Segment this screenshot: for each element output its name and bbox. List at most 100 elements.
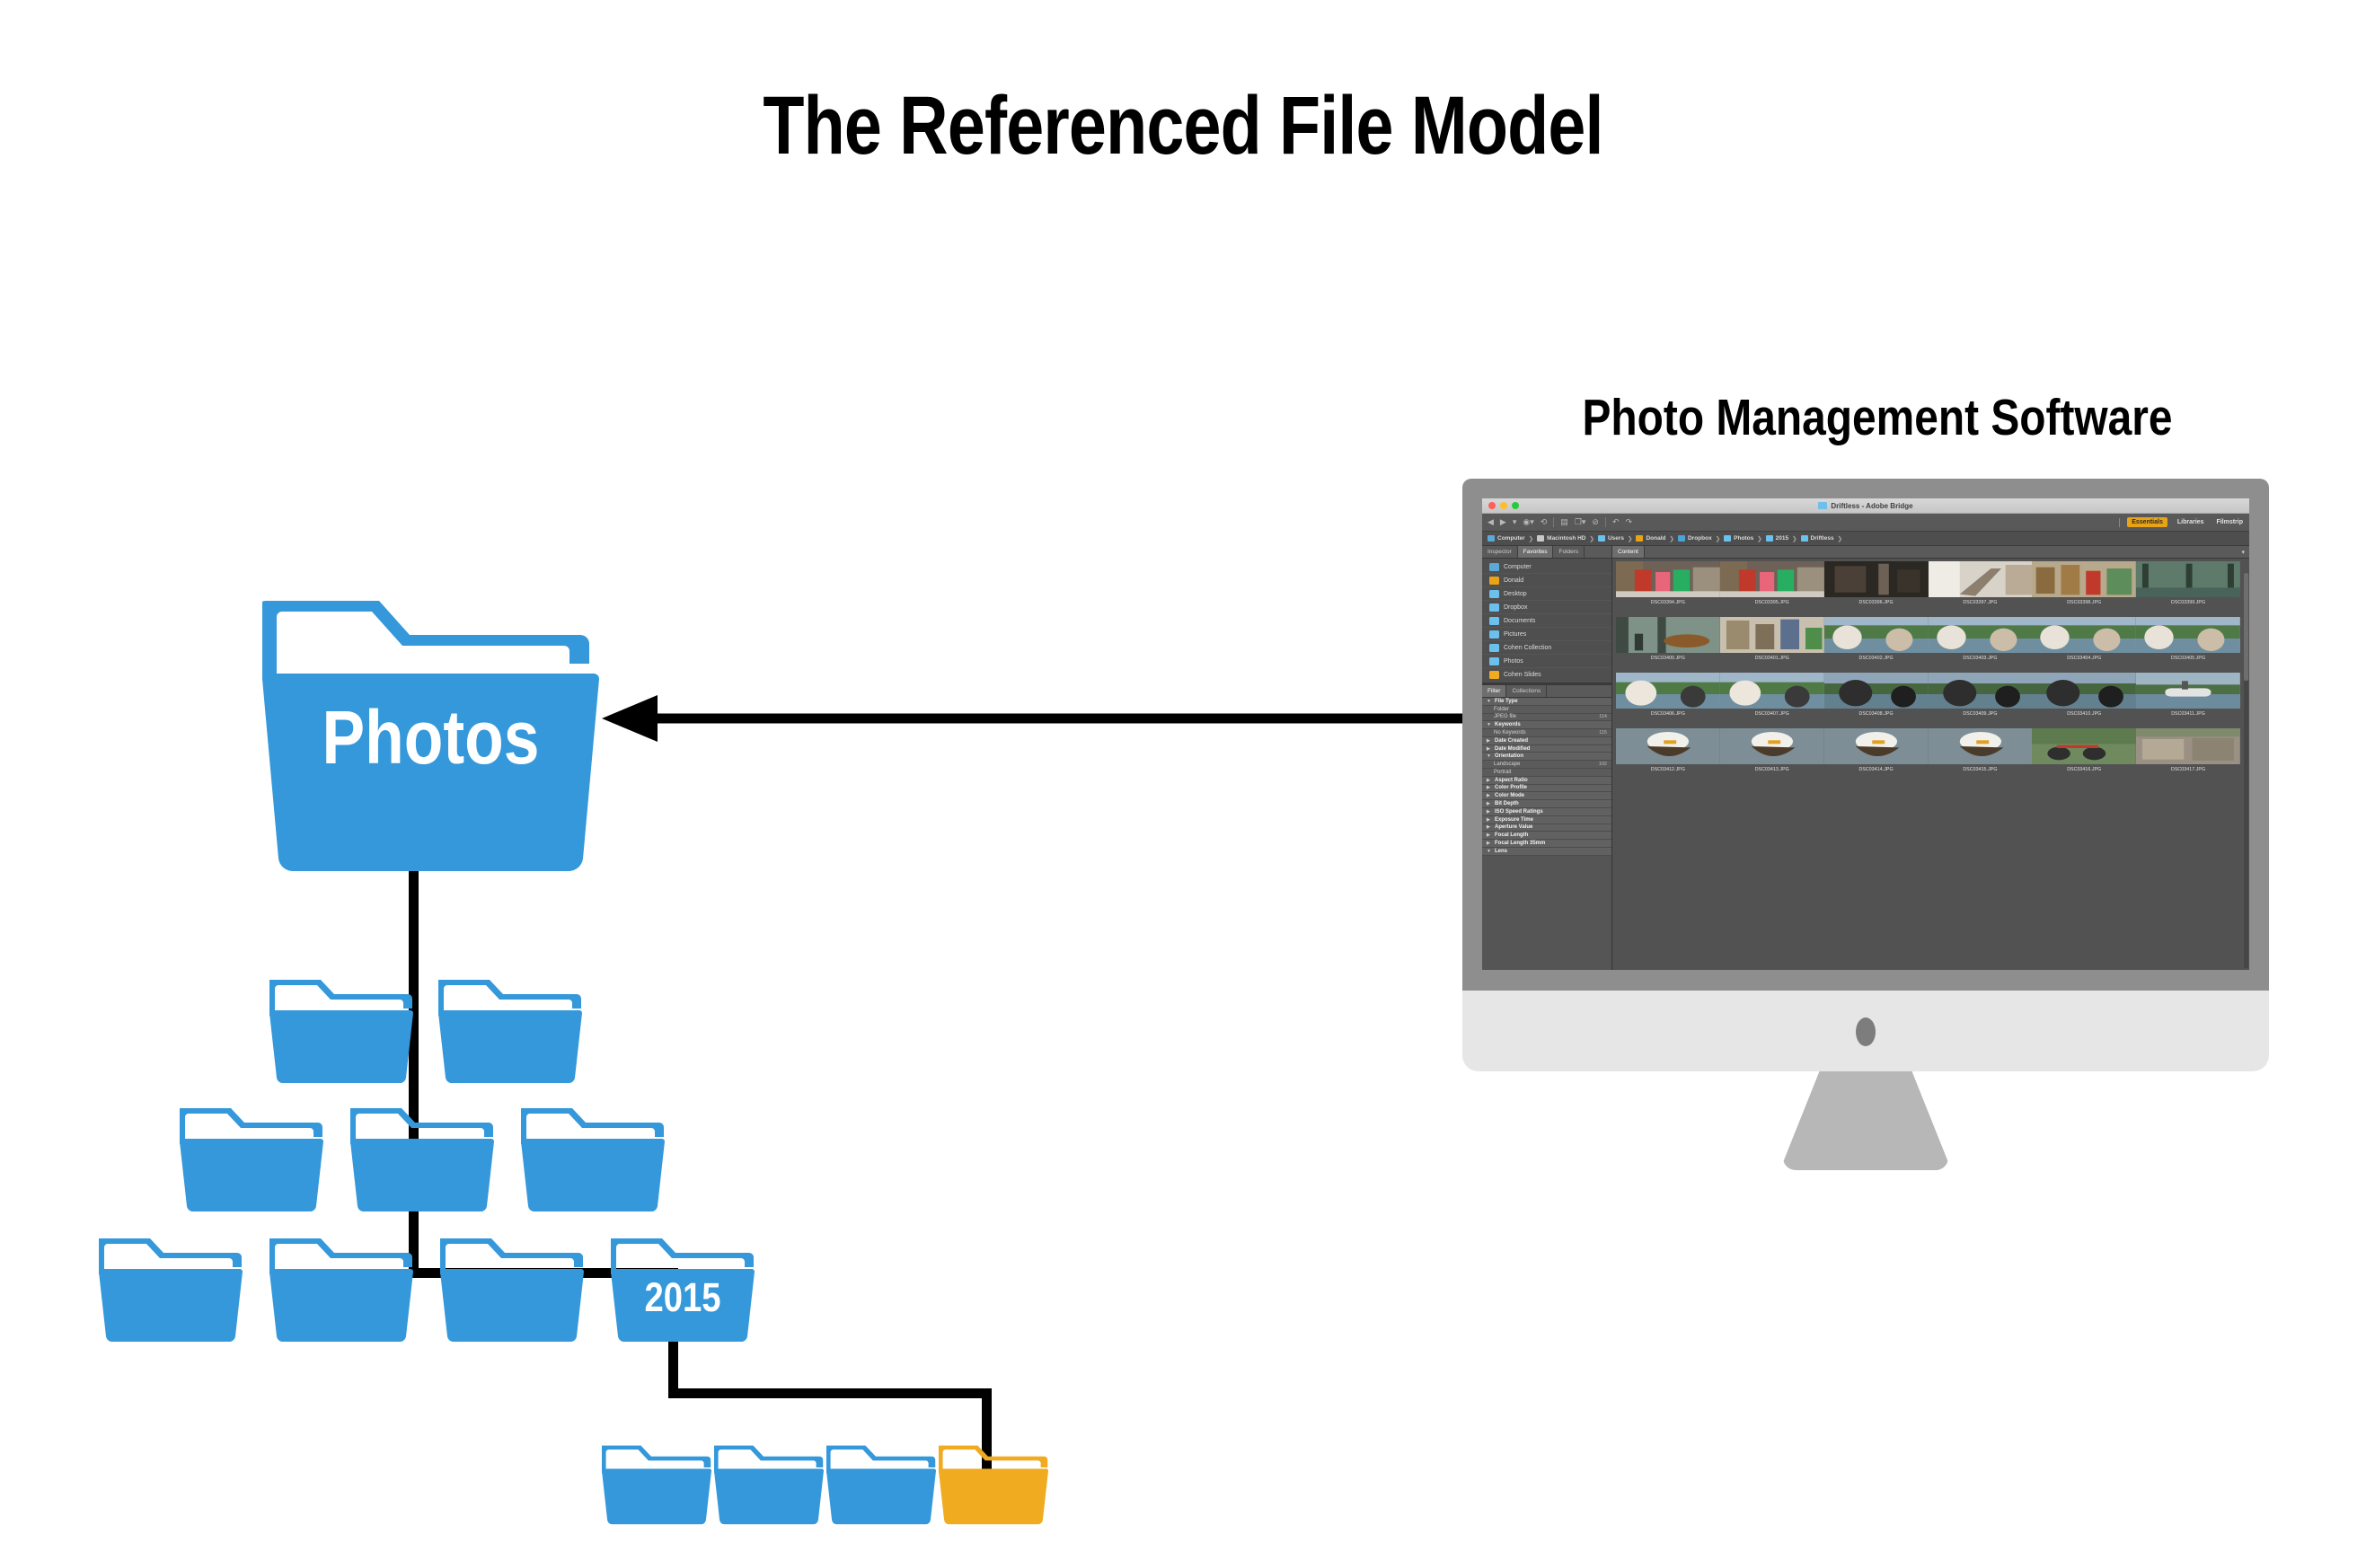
favorite-item-dropbox[interactable]: Dropbox — [1482, 600, 1611, 613]
tree-folder-l4-3[interactable] — [826, 1441, 936, 1525]
tab-collections[interactable]: Collections — [1506, 685, 1548, 697]
filter-item-landscape[interactable]: Landscape 102 — [1482, 761, 1611, 770]
forward-arrow-icon[interactable]: ▶ — [1499, 517, 1506, 526]
workspace-tabs[interactable]: Essentials Libraries Filmstrip — [2119, 517, 2246, 527]
filter-group-bit-depth[interactable]: ▶ Bit Depth — [1482, 800, 1611, 808]
left-panel-tabs[interactable]: Inspector Favorites Folders — [1482, 546, 1611, 559]
filter-group-aperture-value[interactable]: ▶ Aperture Value — [1482, 824, 1611, 832]
thumbnail-cell[interactable]: DSC03416.JPG — [2032, 728, 2137, 784]
thumbnail-grid[interactable]: DSC03394.JPG DSC03395.JPG DSC03396.JPG D… — [1612, 559, 2249, 970]
thumbnail-cell[interactable]: DSC03412.JPG — [1616, 728, 1720, 784]
thumbnail-cell[interactable]: DSC03395.JPG — [1719, 561, 1824, 617]
redo-icon[interactable]: ↷ — [1625, 517, 1633, 526]
filter-group-keywords[interactable]: ▼ Keywords — [1482, 721, 1611, 730]
thumbnail-cell[interactable]: DSC03401.JPG — [1719, 617, 1824, 673]
filter-item-no-keywords[interactable]: No Keywords 115 — [1482, 729, 1611, 737]
filter-group-file-type[interactable]: ▼ File Type — [1482, 698, 1611, 706]
zoom-icon[interactable] — [1512, 502, 1519, 509]
tree-folder-l3-3[interactable] — [440, 1233, 584, 1343]
undo-icon[interactable]: ↶ — [1611, 517, 1620, 526]
thumbnail-cell[interactable]: DSC03405.JPG — [2136, 617, 2240, 673]
new-folder-icon[interactable]: ❐▾ — [1574, 517, 1586, 526]
filter-group-orientation[interactable]: ▼ Orientation — [1482, 753, 1611, 762]
favorite-item-pictures[interactable]: Pictures — [1482, 627, 1611, 640]
scrollbar-thumb[interactable] — [2244, 573, 2248, 681]
thumbnail-cell[interactable]: DSC03400.JPG — [1616, 617, 1720, 673]
favorite-item-donald[interactable]: Donald — [1482, 573, 1611, 586]
filter-group-date-modified[interactable]: ▶ Date Modified — [1482, 744, 1611, 753]
thumbnail-cell[interactable]: DSC03414.JPG — [1823, 728, 1929, 784]
favorite-item-cohen-collection[interactable]: Cohen Collection — [1482, 640, 1611, 654]
breadcrumb[interactable]: Computer ❯ Macintosh HD ❯ Users ❯ Donald… — [1482, 532, 2249, 546]
thumbnail-cell[interactable]: DSC03396.JPG — [1823, 561, 1929, 617]
thumbnail-cell[interactable]: DSC03413.JPG — [1719, 728, 1824, 784]
breadcrumb-item-donald[interactable]: Donald — [1636, 535, 1666, 542]
close-icon[interactable] — [1488, 502, 1496, 509]
tab-filmstrip[interactable]: Filmstrip — [2216, 519, 2243, 525]
filter-group-color-mode[interactable]: ▶ Color Mode — [1482, 792, 1611, 801]
panel-menu-icon[interactable]: ▾ — [2241, 550, 2245, 556]
tab-folders[interactable]: Folders — [1553, 546, 1585, 558]
tree-folder-l4-2[interactable] — [714, 1441, 824, 1525]
thumbnail-cell[interactable]: DSC03403.JPG — [1928, 617, 2033, 673]
filter-item-folder[interactable]: Folder — [1482, 705, 1611, 714]
thumbnail-cell[interactable]: DSC03415.JPG — [1928, 728, 2033, 784]
thumbnail-cell[interactable]: DSC03398.JPG — [2032, 561, 2137, 617]
thumbnail-cell[interactable]: DSC03399.JPG — [2136, 561, 2240, 617]
bridge-toolbar[interactable]: ◀ ▶ ▾ ◉▾ ⟲ ▤ ❐▾ ⊘ ↶ ↷ Essentials Librar — [1482, 514, 2249, 532]
breadcrumb-item-macintosh-hd[interactable]: Macintosh HD — [1537, 535, 1586, 542]
tab-essentials[interactable]: Essentials — [2127, 517, 2167, 527]
rotate-ccw-icon[interactable]: ⟲ — [1540, 517, 1548, 526]
thumbnail-cell[interactable]: DSC03397.JPG — [1928, 561, 2033, 617]
thumbnail-cell[interactable]: DSC03404.JPG — [2032, 617, 2137, 673]
thumbnail-cell[interactable]: DSC03410.JPG — [2032, 673, 2137, 728]
filter-group-focal-length-35mm[interactable]: ▶ Focal Length 35mm — [1482, 840, 1611, 848]
tab-content[interactable]: Content — [1612, 546, 1645, 558]
refine-icon[interactable]: ▤ — [1560, 517, 1568, 526]
filter-group-aspect-ratio[interactable]: ▶ Aspect Ratio — [1482, 776, 1611, 785]
filter-item-portrait[interactable]: Portrait — [1482, 769, 1611, 777]
filter-group-color-profile[interactable]: ▶ Color Profile — [1482, 784, 1611, 793]
thumbnail-cell[interactable]: DSC03407.JPG — [1719, 673, 1824, 728]
thumbnail-cell[interactable]: DSC03411.JPG — [2136, 673, 2240, 728]
filter-group-date-created[interactable]: ▶ Date Created — [1482, 736, 1611, 745]
thumbnail-cell[interactable]: DSC03406.JPG — [1616, 673, 1720, 728]
traffic-lights[interactable] — [1488, 502, 1519, 509]
tree-folder-l1-2[interactable] — [438, 974, 582, 1084]
minimize-icon[interactable] — [1500, 502, 1507, 509]
tab-libraries[interactable]: Libraries — [2176, 519, 2204, 525]
breadcrumb-item-users[interactable]: Users — [1597, 535, 1624, 542]
thumbnail-cell[interactable]: DSC03394.JPG — [1616, 561, 1720, 617]
content-scrollbar[interactable] — [2244, 573, 2248, 968]
favorite-item-desktop[interactable]: Desktop — [1482, 586, 1611, 600]
adobe-bridge-window[interactable]: Driftless - Adobe Bridge ◀ ▶ ▾ ◉▾ ⟲ ▤ ❐▾… — [1482, 498, 2249, 970]
driftless-highlight-folder[interactable] — [939, 1441, 1048, 1525]
delete-icon[interactable]: ⊘ — [1592, 517, 1599, 526]
thumbnail-cell[interactable]: DSC03417.JPG — [2136, 728, 2240, 784]
favorite-item-computer[interactable]: Computer — [1482, 560, 1611, 573]
tree-folder-l4-1[interactable] — [602, 1441, 711, 1525]
photos-folder[interactable]: Photos — [262, 588, 599, 876]
filter-item-jpeg-file[interactable]: JPEG file 114 — [1482, 713, 1611, 722]
tree-folder-l3-2[interactable] — [269, 1233, 413, 1343]
camera-import-icon[interactable]: ◉▾ — [1523, 517, 1534, 526]
filter-group-lens[interactable]: ▼ Lens — [1482, 847, 1611, 856]
filter-group-exposure-time[interactable]: ▶ Exposure Time — [1482, 815, 1611, 824]
favorite-item-documents[interactable]: Documents — [1482, 613, 1611, 627]
content-panel-tabs[interactable]: Content ▾ — [1612, 546, 2249, 559]
thumbnail-cell[interactable]: DSC03408.JPG — [1823, 673, 1929, 728]
tree-folder-l3-1[interactable] — [99, 1233, 243, 1343]
breadcrumb-item-dropbox[interactable]: Dropbox — [1677, 535, 1712, 542]
tab-filter[interactable]: Filter — [1482, 685, 1507, 697]
breadcrumb-item-2015[interactable]: 2015 — [1765, 535, 1788, 542]
tab-inspector[interactable]: Inspector — [1482, 546, 1518, 558]
back-arrow-icon[interactable]: ◀ — [1488, 517, 1494, 526]
tree-folder-l2-2[interactable] — [350, 1103, 494, 1212]
breadcrumb-item-driftless[interactable]: Driftless — [1800, 535, 1834, 542]
tab-favorites[interactable]: Favorites — [1517, 546, 1554, 558]
filter-group-iso-speed-ratings[interactable]: ▶ ISO Speed Ratings — [1482, 807, 1611, 816]
tree-folder-l1-1[interactable] — [269, 974, 413, 1084]
tree-folder-l2-1[interactable] — [180, 1103, 323, 1212]
favorite-item-photos[interactable]: Photos — [1482, 654, 1611, 667]
filter-panel-tabs[interactable]: Filter Collections — [1482, 685, 1611, 698]
